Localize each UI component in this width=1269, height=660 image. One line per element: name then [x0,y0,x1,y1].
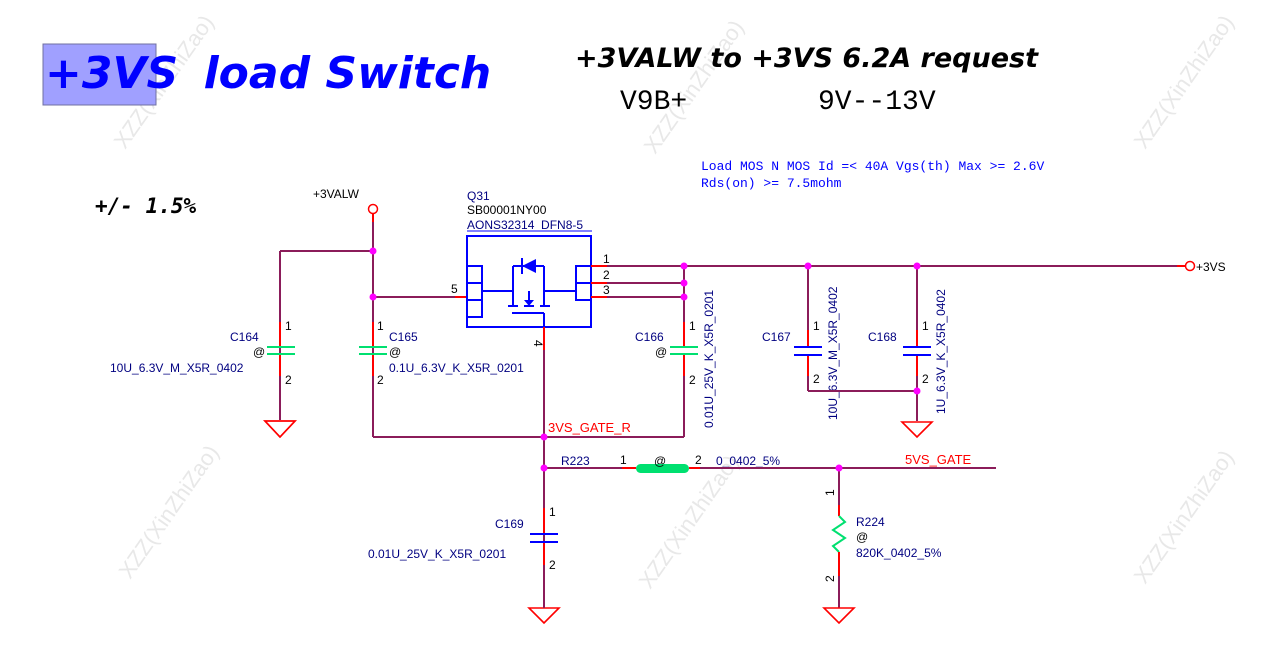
capacitor-c169: 1 2 C169 0.01U_25V_K_X5R_0201 [368,505,558,572]
r223-ref: R223 [561,454,590,468]
svg-text:1: 1 [922,319,929,333]
c165-value: 0.1U_6.3V_K_X5R_0201 [389,361,524,375]
net-label-5vs-gate: 5VS_GATE [905,452,972,467]
c168-value: 1U_6.3V_K_X5R_0402 [934,289,948,414]
svg-text:2: 2 [695,453,702,467]
resistor-r224: 1 2 R224 @ 820K_0402_5% [823,489,942,582]
page-title: +3VS load Switch [45,48,491,99]
c164-value: 10U_6.3V_M_X5R_0402 [110,361,244,375]
r224-body [831,515,847,553]
tolerance-label: +/- 1.5% [95,194,197,218]
svg-text:2: 2 [549,558,556,572]
body-diode-icon [522,259,536,273]
resistor-r223: R223 1 @ 2 0_0402_5% [561,453,780,473]
junction-dot [804,262,812,270]
svg-text:1: 1 [813,319,820,333]
ground-icon [527,607,561,625]
svg-text:1: 1 [823,489,837,496]
c164-ref: C164 [230,330,259,344]
c167-ref: C167 [762,330,791,344]
r224-ref: R224 [856,515,885,529]
svg-text:@: @ [253,345,265,359]
voltage-source: V9B+ [620,87,687,118]
r224-value: 820K_0402_5% [856,546,942,560]
junction-dot [680,279,688,287]
watermark: XZZ(XinZhiZao) [114,440,224,583]
svg-text:@: @ [654,454,666,468]
junction-dot [913,387,921,395]
r223-value: 0_0402_5% [716,454,780,468]
svg-text:2: 2 [922,372,929,386]
c165-ref: C165 [389,330,418,344]
junction-dot [913,262,921,270]
c166-ref: C166 [635,330,664,344]
svg-text:4: 4 [531,340,545,347]
watermark: XZZ(XinZhiZao) [1129,445,1239,588]
svg-text:1: 1 [689,319,696,333]
c166-value: 0.01U_25V_K_X5R_0201 [702,290,716,428]
junction-dot [680,262,688,270]
svg-text:2: 2 [603,268,610,282]
ground-icon [822,607,856,625]
q31-ref: Q31 [467,189,490,203]
r223-body [636,464,689,473]
ground-icon [263,420,297,439]
watermark: XZZ(XinZhiZao) [1129,10,1239,153]
net-label-3vs: +3VS [1196,260,1226,274]
svg-text:1: 1 [620,453,627,467]
junction-dot [540,433,548,441]
net-label-3vs-gate-r: 3VS_GATE_R [548,420,631,435]
svg-text:@: @ [655,345,667,359]
capacitor-c166: 1 2 C166 @ 0.01U_25V_K_X5R_0201 [635,290,716,428]
svg-text:2: 2 [377,373,384,387]
svg-text:1: 1 [549,505,556,519]
capacitor-c167: 1 2 C167 10U_6.3V_M_X5R_0402 [762,286,840,420]
c169-value: 0.01U_25V_K_X5R_0201 [368,547,506,561]
svg-text:2: 2 [813,372,820,386]
junction-dot [369,247,377,255]
title-rest-text: load Switch [204,48,492,99]
power-port-3valw [367,203,379,215]
capacitor-c168: 1 2 C168 1U_6.3V_K_X5R_0402 [868,289,948,414]
c167-value: 10U_6.3V_M_X5R_0402 [826,286,840,420]
junction-dot [835,464,843,472]
c169-ref: C169 [495,517,524,531]
ground-icon [900,421,934,439]
svg-text:1: 1 [285,319,292,333]
capacitor-c164: 1 2 C164 @ 10U_6.3V_M_X5R_0402 [110,319,295,387]
svg-text:@: @ [389,345,401,359]
mosfet-spec-note-line1: Load MOS N MOS Id =< 40A Vgs(th) Max >= … [701,159,1044,174]
svg-text:2: 2 [823,575,837,582]
mosfet-spec-note-line2: Rds(on) >= 7.5mohm [701,176,842,191]
svg-text:@: @ [856,530,868,544]
net-label-3valw: +3VALW [313,187,360,201]
title-highlight [42,43,157,106]
svg-text:1: 1 [377,319,384,333]
svg-text:1: 1 [603,252,610,266]
current-request-title: +3VALW to +3VS 6.2A request [575,43,1039,74]
mosfet-q31: Q31 SB00001NY00 AONS32314_DFN8-5 5 1 2 3… [451,189,610,347]
power-port-3vs [1184,260,1196,272]
title-highlight-text: +3VS [45,48,178,99]
voltage-range: 9V--13V [818,87,936,118]
q31-value: AONS32314_DFN8-5 [467,218,583,232]
junction-dot [369,293,377,301]
junctions [369,247,921,472]
svg-text:2: 2 [689,373,696,387]
ground-icon [263,420,297,439]
svg-text:2: 2 [285,373,292,387]
svg-text:5: 5 [451,282,458,296]
junction-dot [540,464,548,472]
junction-dot [680,293,688,301]
svg-text:3: 3 [603,283,610,297]
q31-part-number: SB00001NY00 [467,203,547,217]
c168-ref: C168 [868,330,897,344]
capacitor-c165: 1 2 C165 @ 0.1U_6.3V_K_X5R_0201 [359,319,524,387]
